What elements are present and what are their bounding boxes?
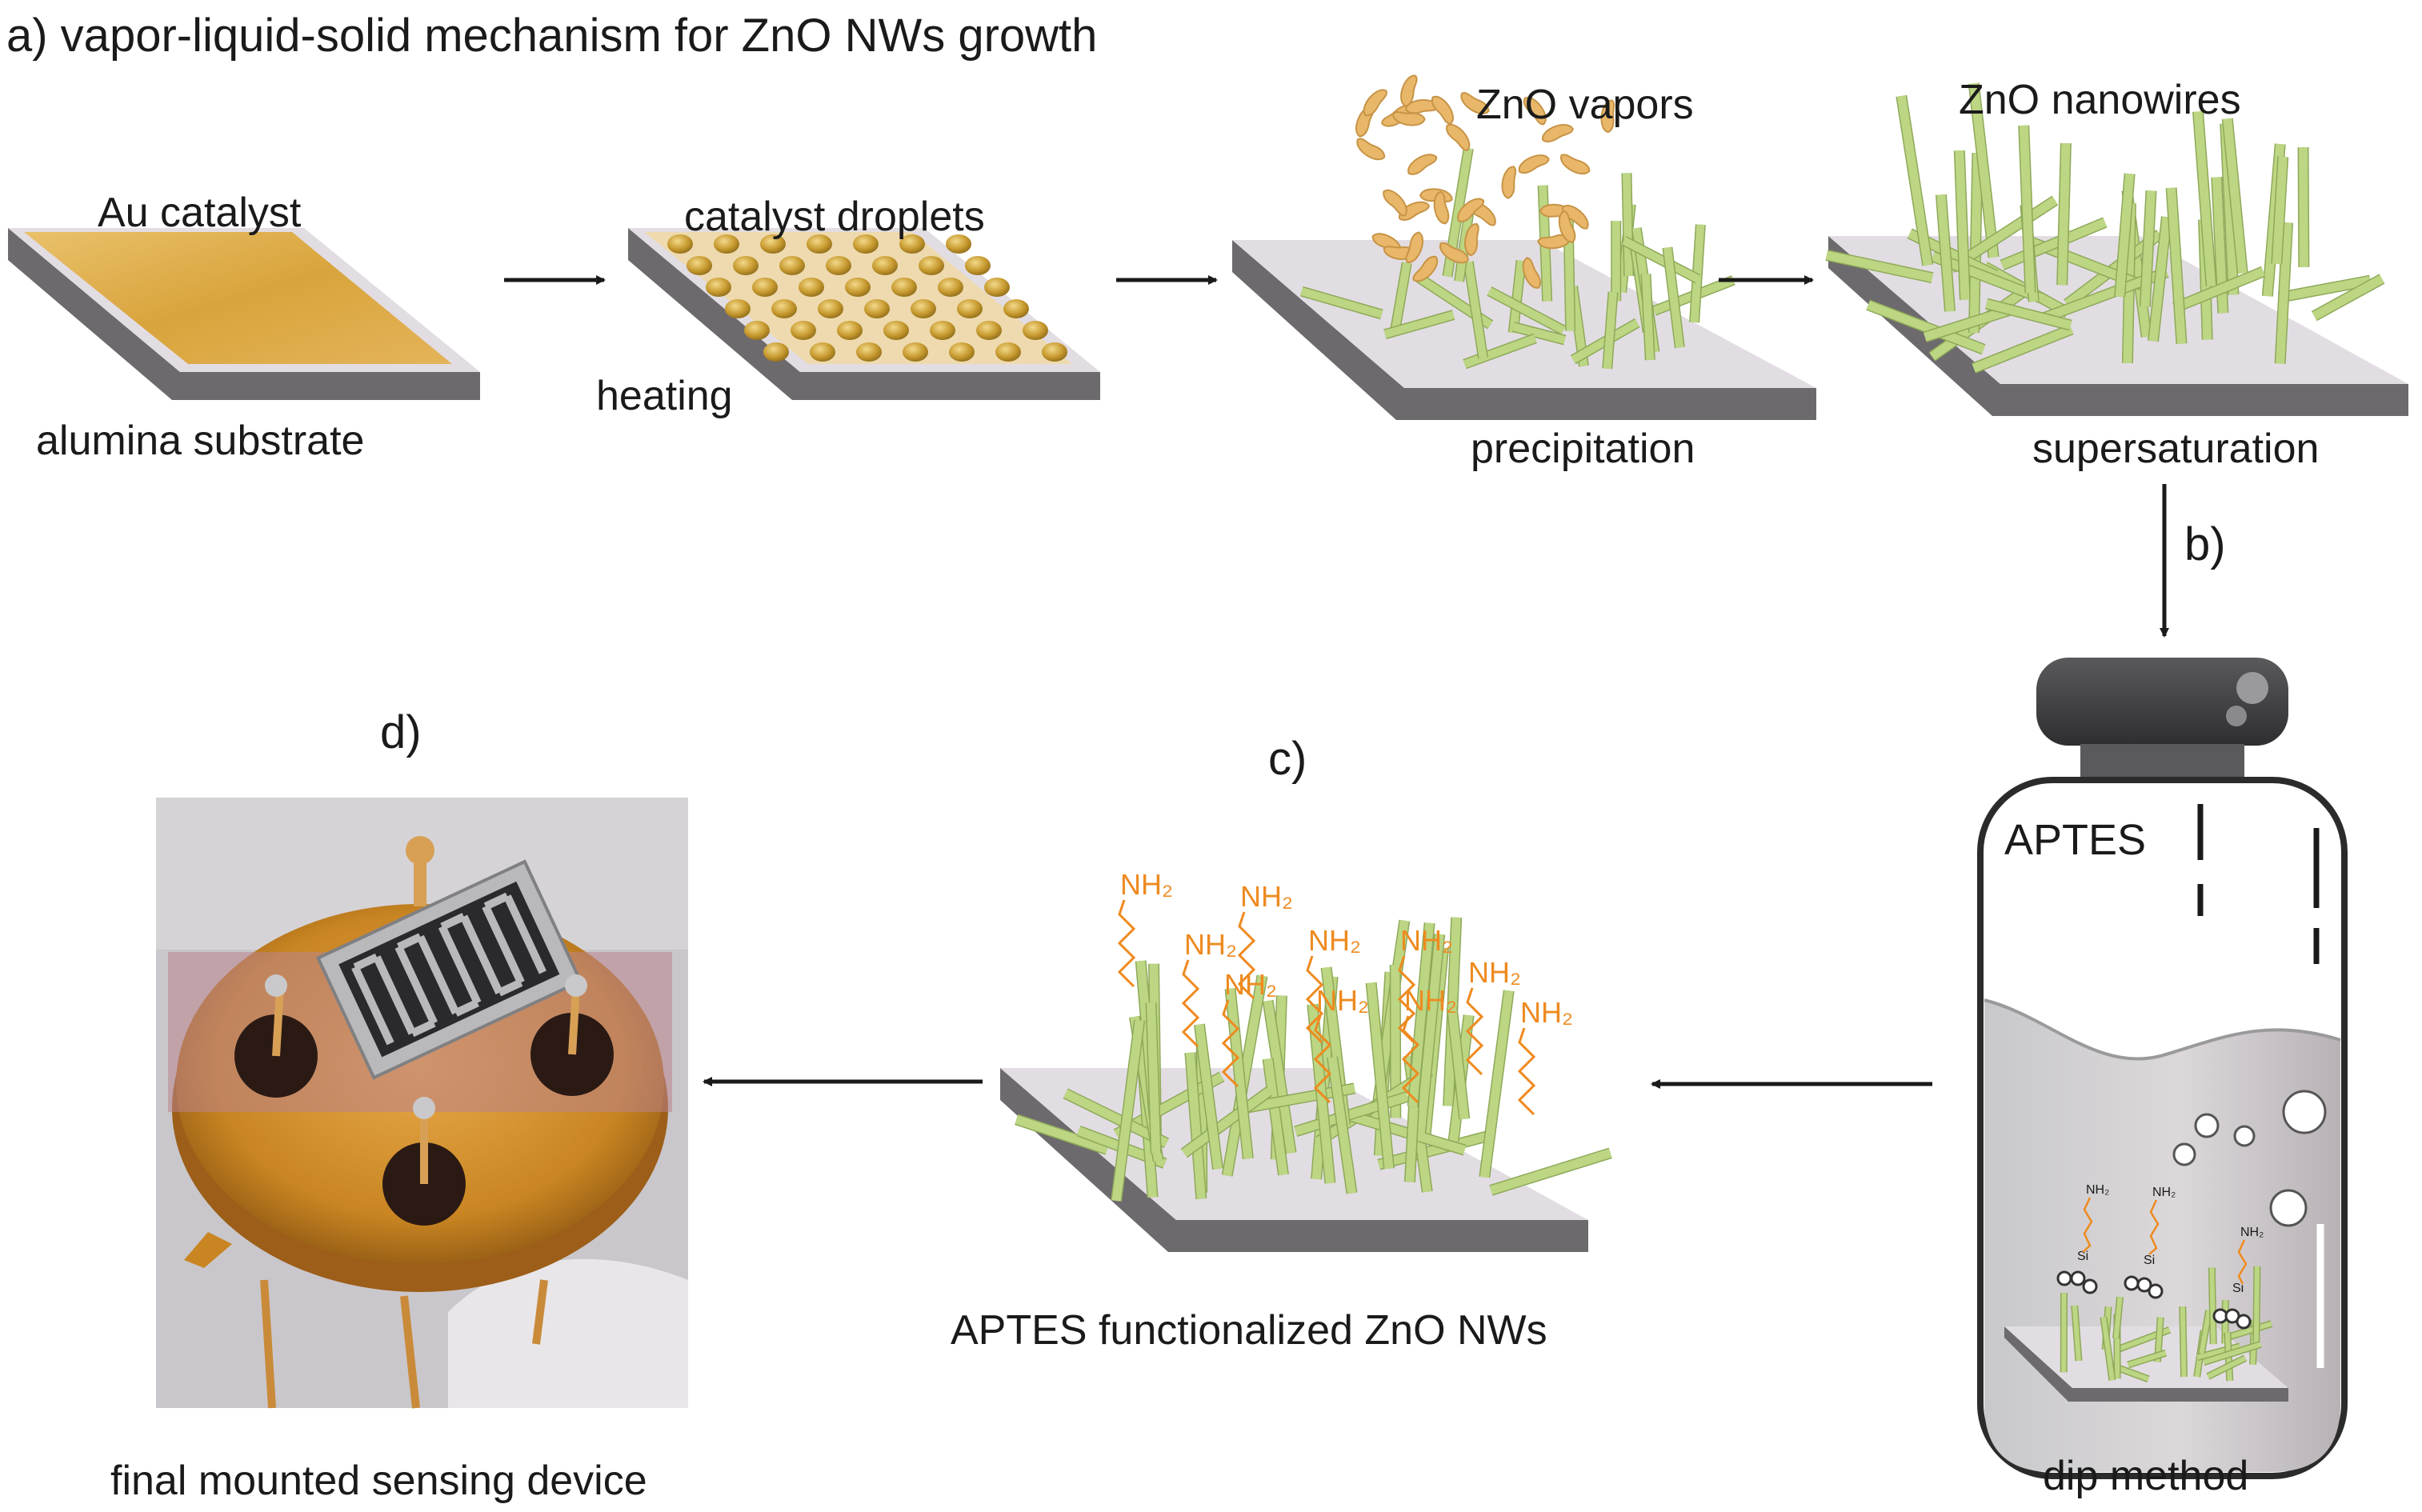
zno-nanowires (1825, 82, 2385, 374)
amine-label: NH₂ (1404, 984, 1457, 1017)
label-functionalized: APTES functionalized ZnO NWs (951, 1307, 1547, 1354)
functionalized-nanowires (1015, 917, 1612, 1202)
bottle-label-aptes: APTES (2004, 816, 2146, 864)
sensor-chip (315, 859, 583, 1080)
bottle-mini-substrate (2004, 1266, 2288, 1402)
amine-label: NH₂ (1240, 880, 1293, 913)
svg-text:NH₂: NH₂ (2240, 1226, 2264, 1239)
label-supersaturation: supersaturation (2032, 426, 2319, 472)
svg-text:Si: Si (2232, 1282, 2244, 1295)
substrate-catalyst-droplets (628, 228, 1100, 400)
label-precipitation: precipitation (1471, 426, 1695, 472)
aptes-molecules: NH₂ NH₂ NH₂ Si Si Si (2056, 1183, 2264, 1330)
label-dip-method: dip method (2043, 1453, 2248, 1499)
panel-label-b: b) (2184, 518, 2226, 570)
bottle-cap (2036, 658, 2288, 746)
amine-label: NH₂ (1520, 996, 1573, 1029)
label-zno-nanowires: ZnO nanowires (1959, 77, 2241, 123)
diagram-title: a) vapor-liquid-solid mechanism for ZnO … (6, 10, 1097, 62)
substrate-supersaturation (1825, 82, 2408, 416)
amine-label: NH₂ (1468, 956, 1521, 989)
label-zno-vapors: ZnO vapors (1476, 82, 1694, 128)
bubbles (2172, 1090, 2327, 1227)
svg-text:NH₂: NH₂ (2086, 1183, 2109, 1197)
svg-text:Si: Si (2077, 1250, 2088, 1263)
label-alumina-substrate: alumina substrate (36, 418, 364, 464)
aptes-bottle: NH₂ NH₂ NH₂ Si Si Si (1977, 658, 2348, 1479)
panel-label-d: d) (380, 706, 422, 758)
amine-label: NH₂ (1184, 928, 1237, 961)
panel-label-c: c) (1268, 733, 1307, 785)
svg-text:Si: Si (2144, 1254, 2155, 1267)
label-heating: heating (596, 373, 733, 419)
amine-label: NH₂ (1400, 924, 1453, 957)
gold-droplets (667, 234, 1067, 362)
device-legs (260, 1279, 548, 1409)
sensing-device-photo (156, 798, 688, 1409)
substrate-au-catalyst (8, 228, 480, 400)
amine-label: NH₂ (1224, 968, 1277, 1001)
amine-label: NH₂ (1308, 924, 1361, 957)
gold-film (24, 232, 452, 364)
substrate-precipitation (1232, 74, 1816, 420)
amine-label: NH₂ (1120, 868, 1173, 901)
zno-vapor-particles (1355, 74, 1615, 289)
amine-label: NH₂ (1316, 984, 1369, 1017)
label-final-device: final mounted sensing device (110, 1458, 647, 1504)
svg-text:NH₂: NH₂ (2152, 1186, 2176, 1199)
label-au-catalyst: Au catalyst (98, 190, 302, 236)
label-catalyst-droplets: catalyst droplets (684, 194, 985, 240)
